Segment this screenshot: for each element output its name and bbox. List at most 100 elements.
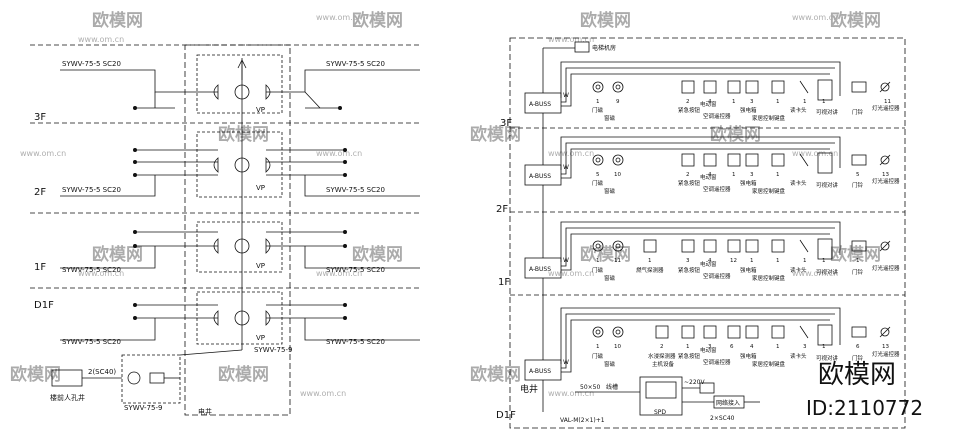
device-count: 1 (776, 172, 780, 178)
cable-spec-label: SYWV-75-5 SC20 (326, 186, 385, 194)
device-count: 3 (750, 172, 754, 178)
entry-label: 楼前人孔井 (50, 393, 85, 402)
floor-3f-wiring (60, 69, 420, 109)
floor-label: 1F (34, 262, 46, 273)
device-count: 1 (596, 99, 600, 105)
cable-spec-label: SYWV-75-5 SC20 (326, 338, 385, 346)
device-label: 灯光遥控器 (872, 177, 900, 185)
bus-port-label: W (563, 257, 569, 264)
watermark-brand-large: 欧模网 (818, 360, 896, 390)
device-label: 门铃 (852, 108, 864, 116)
riser-tail (179, 349, 243, 356)
watermark-brand: 欧模网 (218, 124, 269, 145)
host-screen (645, 381, 677, 399)
spd-label: SPD (654, 409, 666, 416)
entry-cabinet (121, 354, 181, 404)
row-2f-labels: 5 10 2 4 1 3 1 5 13 门磁 窗磁 紧急按钮 电动窗 空调遥控器… (592, 172, 900, 195)
device-label-rows: 1 9 2 4 1 3 1 1 1 11 门磁 窗磁 紧急按钮 电动窗 空调遥控… (592, 99, 900, 368)
device-label: 灯光遥控器 (872, 104, 900, 112)
watermark-url: www.om.cn (300, 389, 346, 398)
watermark-brand: 欧模网 (580, 10, 631, 31)
bus-label: A-BUSS (529, 173, 551, 180)
watermark-logo-block: 欧模网 ID:2110772 (806, 360, 923, 420)
device-label: 门磁 (592, 266, 604, 274)
watermark-brand: 欧模网 (470, 364, 521, 385)
device-count: 1 (822, 344, 826, 350)
bus-port-label: W (563, 164, 569, 171)
watermark-url: www.om.cn (792, 13, 838, 22)
floor-2f-wiring (60, 149, 420, 197)
watermark-brand: 欧模网 (352, 10, 403, 31)
cable-spec-label: SYWV-75-5 SC20 (326, 266, 385, 274)
cable-spec-label: SYWV-75-5 SC20 (62, 338, 121, 346)
entry-amplifier (149, 372, 165, 384)
device-label: 家居控制键盘 (752, 360, 786, 368)
floor-d1f-devices (592, 324, 891, 346)
cable-tray-label: 线槽 (606, 383, 618, 391)
bus-label: A-BUSS (529, 266, 551, 273)
device-label: 灯光遥控器 (872, 264, 900, 272)
device-label: 紧急按钮 (678, 179, 701, 187)
device-count: 1 (803, 99, 807, 105)
device-count: 11 (614, 258, 621, 264)
watermark-url: www.om.cn (792, 149, 838, 158)
device-count: 10 (614, 344, 621, 350)
floor-2f-devices (592, 152, 891, 174)
vp-label: VP (256, 106, 265, 114)
device-label: 窗磁 (604, 360, 616, 368)
device-count: 1 (803, 258, 807, 264)
cable-spec-label: SYWV-75-5 SC20 (62, 266, 121, 274)
bus-port-label: W (563, 92, 569, 99)
floor-1f-devices (592, 238, 891, 260)
device-label: 空调遥控器 (703, 272, 731, 280)
device-count: 1 (776, 344, 780, 350)
watermark-id: ID:2110772 (806, 396, 923, 420)
floor-d1f-wiring (60, 304, 420, 341)
device-label: 门磁 (592, 179, 604, 187)
device-label: 水浸探测器 (648, 352, 676, 360)
watermark-brand: 欧模网 (710, 124, 761, 145)
right-equipment-labels: 电梯机房 A-BUSS A-BUSS A-BUSS A-BUSS W W W W… (529, 44, 740, 424)
splitter-circles (234, 84, 250, 326)
elevator-room-label: 电梯机房 (592, 44, 616, 52)
riser-cable-label: SYWV-75-9 (254, 346, 292, 354)
floor-label: 3F (34, 112, 46, 123)
floor-bus-bars (560, 61, 841, 373)
device-count: 3 (750, 99, 754, 105)
right-outer-frame (509, 37, 906, 429)
device-count: 12 (730, 258, 737, 264)
device-label: 电动窗 (700, 346, 717, 354)
catv-riser-diagram (30, 44, 420, 416)
device-count: 1 (596, 258, 600, 264)
device-label: 读卡头 (790, 352, 807, 360)
vp-label: VP (256, 334, 265, 342)
row-d1f-labels: 1 10 2 1 3 6 4 1 3 1 6 13 门磁 窗磁 水浸探测器 主机… (592, 344, 900, 368)
device-count: 1 (822, 258, 826, 264)
watermark-brand: 欧模网 (830, 244, 881, 265)
watermark-url: www.om.cn (78, 35, 124, 44)
left-floor-labels: 3F 2F 1F D1F (34, 112, 54, 311)
electrical-shaft-frame (184, 44, 291, 416)
bus-port-label: W (563, 359, 569, 366)
watermark-url: www.om.cn (316, 149, 362, 158)
smart-home-riser-diagram (509, 37, 906, 429)
device-count: 1 (686, 344, 690, 350)
device-count: 1 (648, 258, 652, 264)
device-count: 1 (596, 344, 600, 350)
device-count: 1 (732, 99, 736, 105)
device-count: 13 (882, 344, 889, 350)
shaft-label: 电井 (198, 407, 212, 416)
watermark-url: www.om.cn (792, 269, 838, 278)
device-count: 3 (686, 258, 690, 264)
watermark-brand: 欧模网 (830, 10, 881, 31)
watermark-brand: 欧模网 (92, 10, 143, 31)
elevator-room-box (574, 41, 590, 53)
device-label: 电动窗 (700, 173, 717, 181)
device-label: 家居控制键盘 (752, 114, 786, 122)
device-count: 4 (708, 258, 712, 264)
watermark-url: www.om.cn (316, 269, 362, 278)
device-label: 燃气探测器 (636, 266, 664, 274)
watermark-url: www.om.cn (548, 269, 594, 278)
main-cable-label: VAL-M(2×1)+1 (560, 417, 605, 424)
watermark-brand: 欧模网 (352, 244, 403, 265)
